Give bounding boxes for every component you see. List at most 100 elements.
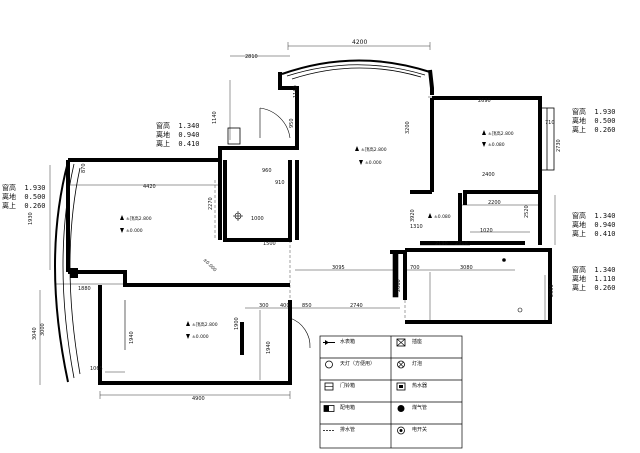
dim-2730: 2730 — [556, 139, 562, 152]
level-right-tag: ±顶高2.800 — [488, 130, 514, 137]
dim-2690: 2690 — [478, 98, 491, 104]
window-note-upper-left: 窗高 1.340 离地 0.940 离上 0.410 — [156, 122, 200, 149]
note-line: 离地 0.940 — [572, 221, 616, 229]
drain-icon — [323, 430, 335, 431]
switch-box-icon — [324, 382, 334, 391]
level-low-val: ±0.000 — [192, 334, 209, 340]
side-windows — [227, 107, 555, 171]
dim-3920: 3920 — [410, 209, 416, 222]
level-left-tag: ±顶高2.800 — [126, 215, 152, 222]
dim-400: 400 — [280, 303, 290, 309]
note-line: 窗高 1.340 — [572, 212, 616, 220]
dim-4200: 4200 — [352, 39, 367, 46]
dim-2400: 2400 — [482, 172, 495, 178]
note-line: 窗高 1.930 — [572, 108, 616, 116]
dim-870: 870 — [81, 163, 87, 173]
dim-960: 960 — [262, 168, 272, 174]
legend-label: 排水管 — [340, 427, 356, 433]
dim-2060: 2060 — [396, 279, 402, 292]
dim-1940b: 1940 — [266, 341, 272, 354]
level-main-val: ±0.000 — [365, 160, 382, 166]
dim-700: 700 — [410, 265, 420, 271]
level-left-val: ±0.000 — [126, 228, 143, 234]
dim-3095: 3095 — [332, 265, 345, 271]
legend-label: 灯泡 — [412, 361, 423, 367]
note-line: 离上 0.410 — [572, 230, 616, 238]
note-line: 窗高 1.340 — [572, 266, 616, 274]
dim-300: 300 — [259, 303, 269, 309]
bulb-icon — [397, 360, 405, 369]
dim-1880: 1880 — [78, 286, 91, 292]
dim-2190: 2190 — [435, 241, 448, 247]
walls — [66, 69, 552, 385]
legend-label: 天灯（方便用） — [340, 361, 376, 367]
level-main-tag: ±顶高2.800 — [361, 146, 387, 153]
dim-950: 950 — [289, 118, 295, 128]
dim-710: 710 — [545, 120, 555, 126]
level-small-b: ±0.080 — [434, 214, 451, 220]
door-swings — [259, 107, 311, 349]
legend-label: 煤气管 — [412, 405, 428, 411]
dim-2740: 2740 — [350, 303, 363, 309]
dim-910: 910 — [275, 180, 285, 186]
dim-2210: 2210 — [455, 241, 468, 247]
note-line: 离地 0.940 — [156, 131, 200, 139]
dim-1160: 1160 — [293, 85, 299, 98]
socket-icon — [396, 338, 406, 347]
dim-2650: 2650 — [549, 284, 555, 297]
level-low-tag: ±顶高2.800 — [192, 321, 218, 328]
window-note-right-low: 窗高 1.340 离地 1.110 离上 0.260 — [572, 266, 616, 293]
legend: 水表箱 插座 天灯（方便用） 灯泡 门铃箱 热水器 配电箱 煤气管 排水管 电开… — [320, 336, 462, 448]
fixtures — [124, 211, 523, 350]
legend-label: 插座 — [412, 339, 423, 345]
dim-1000: 1000 — [251, 216, 264, 222]
level-small-a: ±0.000 — [202, 257, 218, 273]
dim-1020: 1020 — [480, 228, 493, 234]
dim-1500: 1500 — [263, 241, 276, 247]
dim-1900: 1900 — [234, 317, 240, 330]
window-note-right-top: 窗高 1.930 离地 0.500 离上 0.260 — [572, 108, 616, 135]
dim-3040: 3040 — [32, 327, 38, 340]
note-line: 离地 0.500 — [572, 117, 616, 125]
dim-2520: 2520 — [524, 205, 530, 218]
dim-1140: 1140 — [212, 111, 218, 124]
legend-label: 热水器 — [412, 383, 428, 389]
dim-2810: 2810 — [245, 54, 258, 60]
switch-icon — [397, 426, 405, 435]
dim-3000: 3000 — [40, 323, 46, 336]
legend-label: 配电箱 — [340, 405, 356, 411]
note-line: 离上 0.410 — [156, 140, 200, 148]
dim-1930: 1930 — [28, 212, 34, 225]
level-right-val: ±0.080 — [488, 142, 505, 148]
gas-icon — [397, 405, 405, 412]
window-note-right-mid: 窗高 1.340 离地 0.940 离上 0.410 — [572, 212, 616, 239]
dim-1065: 1065 — [90, 366, 103, 372]
distribution-icon — [323, 405, 335, 412]
dim-850: 850 — [302, 303, 312, 309]
note-line: 窗高 1.930 — [2, 184, 46, 192]
dim-2270: 2270 — [208, 197, 214, 210]
water-heater-icon — [396, 382, 406, 391]
light-icon — [325, 360, 333, 369]
legend-label: 门铃箱 — [340, 383, 356, 389]
dim-3200: 3200 — [405, 121, 411, 134]
note-line: 离上 0.260 — [572, 126, 616, 134]
dim-4900: 4900 — [192, 396, 205, 402]
legend-frame — [319, 335, 463, 449]
hidden-lines — [214, 180, 406, 320]
dim-3080: 3080 — [460, 265, 473, 271]
dim-2200: 2200 — [488, 200, 501, 206]
note-line: 离地 0.500 — [2, 193, 46, 201]
legend-label: 电开关 — [412, 427, 428, 433]
dim-4420: 4420 — [143, 184, 156, 190]
dim-1310: 1310 — [410, 224, 423, 230]
water-inlet-icon — [323, 340, 335, 345]
bay-windows — [54, 59, 431, 383]
dimension-text: 4200 1140 2810 950 1160 3200 3920 2690 2… — [28, 39, 562, 402]
note-line: 窗高 1.340 — [156, 122, 200, 130]
legend-label: 水表箱 — [340, 339, 356, 345]
dim-1940: 1940 — [129, 331, 135, 344]
note-line: 离上 0.260 — [572, 284, 616, 292]
note-line: 离地 1.110 — [572, 275, 616, 283]
